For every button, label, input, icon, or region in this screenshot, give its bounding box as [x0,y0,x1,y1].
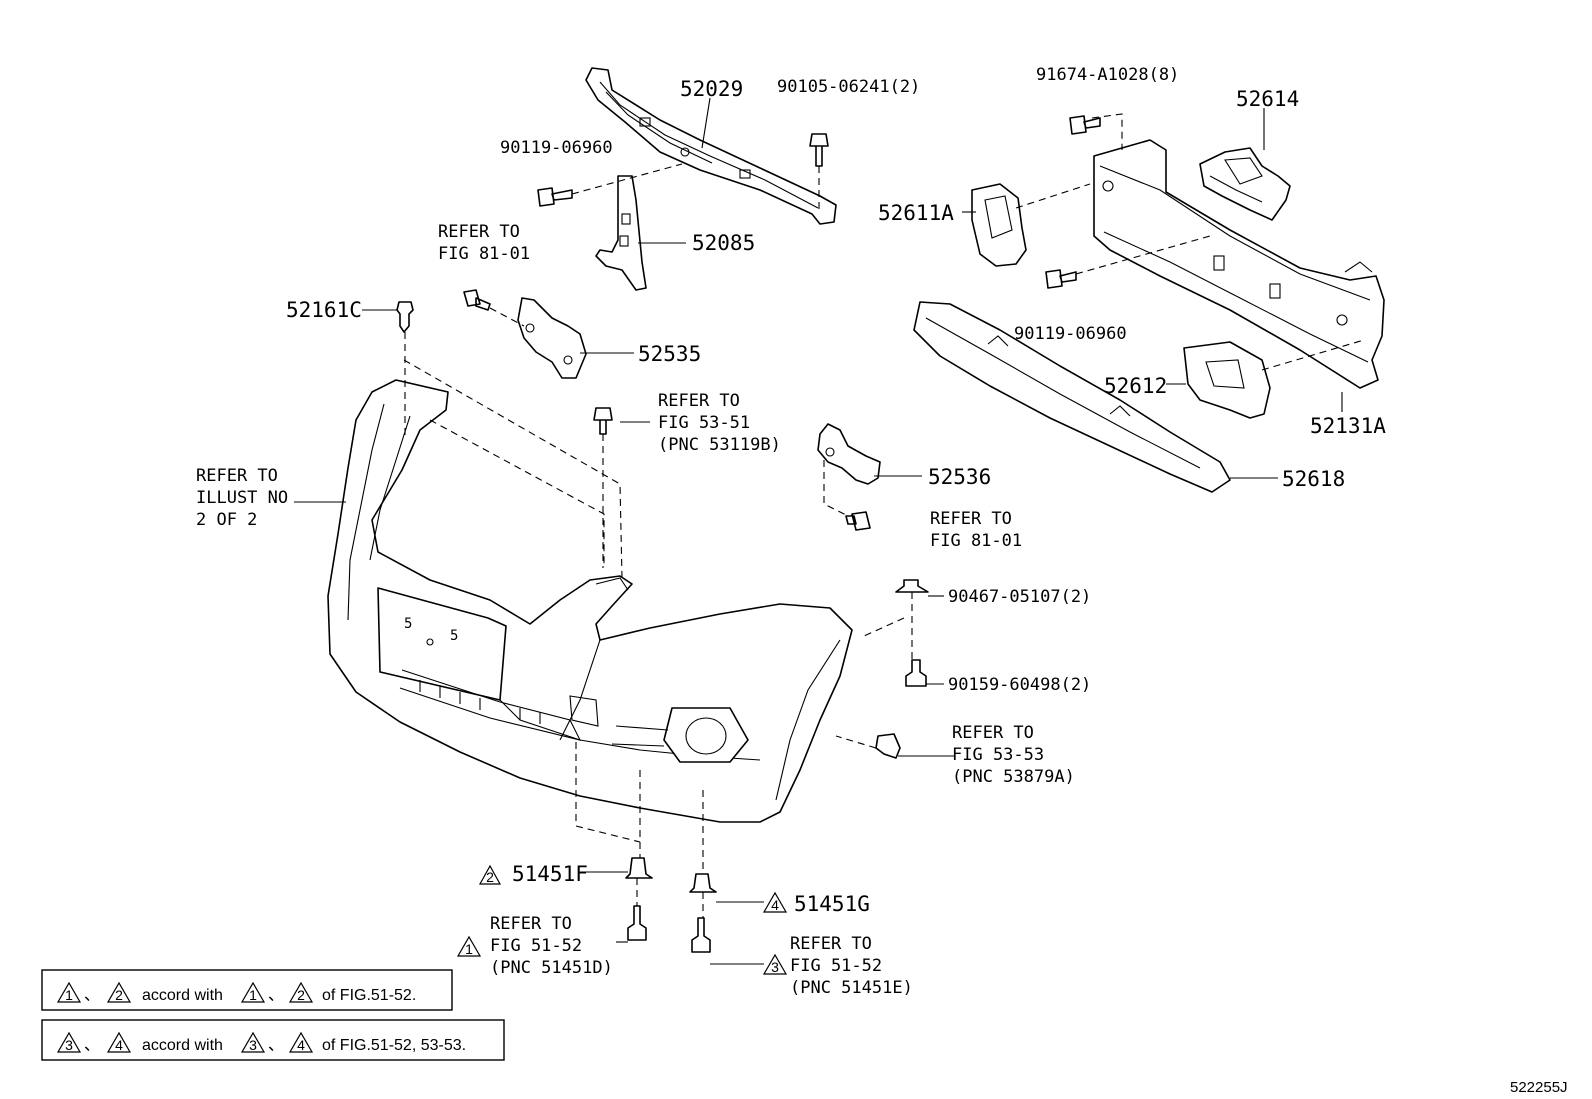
fasteners [463,115,1101,953]
screw-90159-icon [905,659,927,687]
part-label-52085: 52085 [692,231,755,255]
part-52612-drawing [1183,341,1271,419]
ref-5351-line2: FIG 53-51 [658,413,750,433]
part-label-90467-05107: 90467-05107(2) [948,587,1091,607]
part-label-52614: 52614 [1236,87,1299,111]
clip-90467-icon [895,579,929,593]
part-label-52611A: 52611A [878,201,954,225]
part-52611A-drawing [971,183,1027,267]
part-label-52161C: 52161C [286,298,362,322]
screw-51451E-icon [691,917,711,953]
part-label-51451F: 51451F [512,862,588,886]
screw-refer-5351-icon [593,407,613,435]
svg-text:、: 、 [268,987,284,1004]
ref-5353-line3: (PNC 53879A) [952,767,1075,787]
legend-note-1-ref: of FIG.51-52. [322,987,416,1004]
svg-text:3: 3 [65,1037,73,1053]
ref-5152-d-line3: (PNC 51451D) [490,958,613,978]
marker-4-51451G: 4 [762,891,788,913]
part-label-90119-06960-a: 90119-06960 [500,138,613,158]
part-label-52612: 52612 [1104,374,1167,398]
part-label-52535: 52535 [638,342,701,366]
ref-5152-e-line2: FIG 51-52 [790,956,882,976]
part-52131A-drawing [1093,139,1385,389]
marker-2-51451F: 2 [478,864,502,885]
ref-illust-line2: ILLUST NO [196,488,288,508]
triangle-markers: 2 1 4 3 [456,864,788,975]
ref-8101-a-line1: REFER TO [438,222,520,242]
part-labels: 52029 90105-06241(2) 91674-A1028(8) 5261… [286,65,1386,916]
marker-3-51451E: 3 [762,953,788,975]
ref-5152-d-line1: REFER TO [490,914,572,934]
nut-51451G-icon [689,873,717,893]
ref-5351-line3: (PNC 53119B) [658,435,781,455]
screw-51451D-icon [627,905,647,941]
nut-51451F-icon [625,857,653,879]
bolt-90119a-icon [537,187,573,207]
bolt-refer-8101-a-icon [463,289,491,311]
legend-note-2-ref: of FIG.51-52, 53-53. [322,1037,466,1054]
assembly-lines [403,113,1365,918]
leader-lines [294,97,1343,965]
svg-text:、: 、 [84,1037,100,1054]
svg-text:3: 3 [249,1037,257,1053]
part-52535-drawing [517,297,587,379]
clip-refer-5353-icon [875,733,901,759]
svg-text:3: 3 [771,959,779,975]
part-52618-drawing [913,301,1231,493]
svg-text:4: 4 [297,1037,305,1053]
svg-text:、: 、 [268,1037,284,1054]
part-52536-drawing [817,423,881,485]
ref-5353-line2: FIG 53-53 [952,745,1044,765]
legend-note-2: 3 、 4 accord with 3 、 4 of FIG.51-52, 53… [41,1019,505,1061]
svg-text:5: 5 [404,616,412,632]
svg-text:、: 、 [84,987,100,1004]
part-bumper-cover-drawing: 5 5 [327,379,853,823]
reference-notes: REFER TO FIG 81-01 REFER TO FIG 53-51 (P… [196,222,1075,998]
legend-note-2-accord: accord with [142,1037,223,1054]
part-52029-drawing [585,67,837,225]
bolt-refer-8101-b-icon [845,511,871,531]
svg-text:4: 4 [771,897,779,913]
part-label-90159-60498: 90159-60498(2) [948,675,1091,695]
svg-text:2: 2 [486,869,494,885]
legend-note-1-accord: accord with [142,987,223,1004]
legend-note-1: 1 、 2 accord with 1 、 2 of FIG.51-52. [41,969,453,1011]
ref-8101-b-line1: REFER TO [930,509,1012,529]
ref-5353-line1: REFER TO [952,723,1034,743]
part-label-51451G: 51451G [794,892,870,916]
part-label-52536: 52536 [928,465,991,489]
ref-5152-d-line2: FIG 51-52 [490,936,582,956]
svg-text:5: 5 [450,628,458,644]
ref-5351-line1: REFER TO [658,391,740,411]
part-label-90119-06960-b: 90119-06960 [1014,324,1127,344]
marker-1-51451D: 1 [456,935,482,957]
bolt-90105-icon [809,133,829,167]
part-52614-drawing [1199,147,1291,221]
part-label-52029: 52029 [680,77,743,101]
svg-text:1: 1 [65,987,73,1003]
part-52085-drawing [595,175,647,291]
ref-5152-e-line1: REFER TO [790,934,872,954]
part-label-52131A: 52131A [1310,414,1386,438]
part-label-52618: 52618 [1282,467,1345,491]
ref-8101-a-line2: FIG 81-01 [438,244,530,264]
svg-text:1: 1 [249,987,257,1003]
ref-illust-line3: 2 OF 2 [196,510,257,530]
ref-illust-line1: REFER TO [196,466,278,486]
svg-text:1: 1 [465,941,473,957]
drawing-id: 522255J [1510,1079,1568,1096]
svg-text:2: 2 [115,987,123,1003]
ref-5152-e-line3: (PNC 51451E) [790,978,913,998]
svg-text:2: 2 [297,987,305,1003]
part-52161C-drawing [396,301,414,333]
svg-text:4: 4 [115,1037,123,1053]
part-label-91674-A1028: 91674-A1028(8) [1036,65,1179,85]
bolt-91674-icon [1069,115,1101,135]
part-label-90105-06241: 90105-06241(2) [777,77,920,97]
bolt-90119b-icon [1045,269,1077,289]
ref-8101-b-line2: FIG 81-01 [930,531,1022,551]
